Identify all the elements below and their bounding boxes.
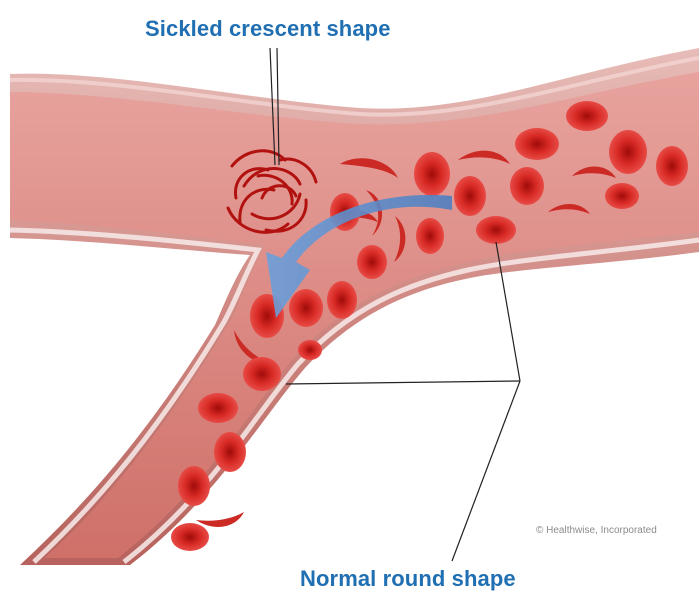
normal-cell xyxy=(198,393,238,423)
sickle-cell xyxy=(196,512,244,527)
normal-pointer-line xyxy=(286,381,520,384)
normal-cell xyxy=(171,523,209,551)
normal-cell xyxy=(178,466,210,506)
normal-cell xyxy=(476,216,516,244)
normal-cell xyxy=(289,289,323,327)
normal-cell xyxy=(327,281,357,319)
normal-cell xyxy=(605,183,639,209)
normal-pointer-line xyxy=(452,381,520,561)
normal-cell xyxy=(298,340,322,360)
normal-cell xyxy=(214,432,246,472)
normal-cell xyxy=(414,152,450,196)
normal-cell xyxy=(454,176,486,216)
normal-cell xyxy=(515,128,559,160)
normal-cell xyxy=(609,130,647,174)
normal-cell xyxy=(566,101,608,131)
normal-cell xyxy=(243,357,281,391)
sickled-crescent-label: Sickled crescent shape xyxy=(145,16,391,42)
copyright-credit: © Healthwise, Incorporated xyxy=(536,525,657,536)
normal-cell xyxy=(416,218,444,254)
normal-cell xyxy=(357,245,387,279)
normal-cell xyxy=(656,146,688,186)
normal-cell xyxy=(510,167,544,205)
normal-round-label: Normal round shape xyxy=(300,566,516,592)
